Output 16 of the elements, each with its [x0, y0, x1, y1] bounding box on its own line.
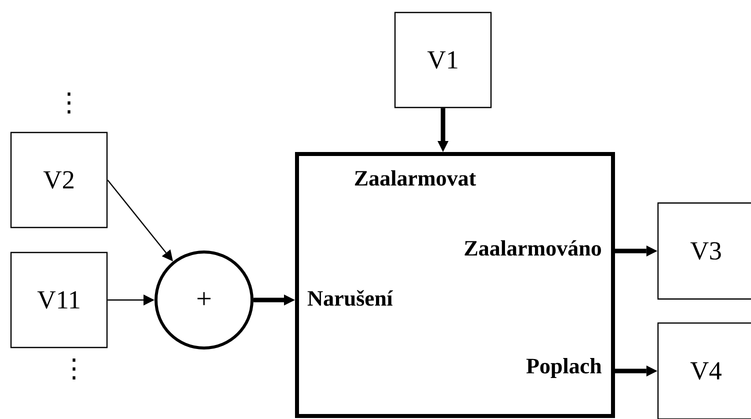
- port-label: Zaalarmováno: [464, 240, 601, 256]
- arrow: [438, 108, 448, 152]
- port-label: Poplach: [526, 358, 602, 378]
- port-label: Narušení: [308, 290, 394, 306]
- signal-box: V2: [10, 132, 108, 228]
- arrow: [615, 365, 658, 376]
- signal-box: V1: [394, 12, 492, 108]
- signal-box: V11: [10, 252, 108, 348]
- arrow: [615, 245, 658, 256]
- process-block: [295, 152, 615, 418]
- arrow: [108, 294, 154, 306]
- port-label: Zaalarmovat: [354, 170, 476, 186]
- arrow: [254, 294, 295, 306]
- signal-box: V3: [657, 202, 751, 300]
- signal-box: V4: [657, 322, 751, 419]
- arrow: [107, 180, 173, 262]
